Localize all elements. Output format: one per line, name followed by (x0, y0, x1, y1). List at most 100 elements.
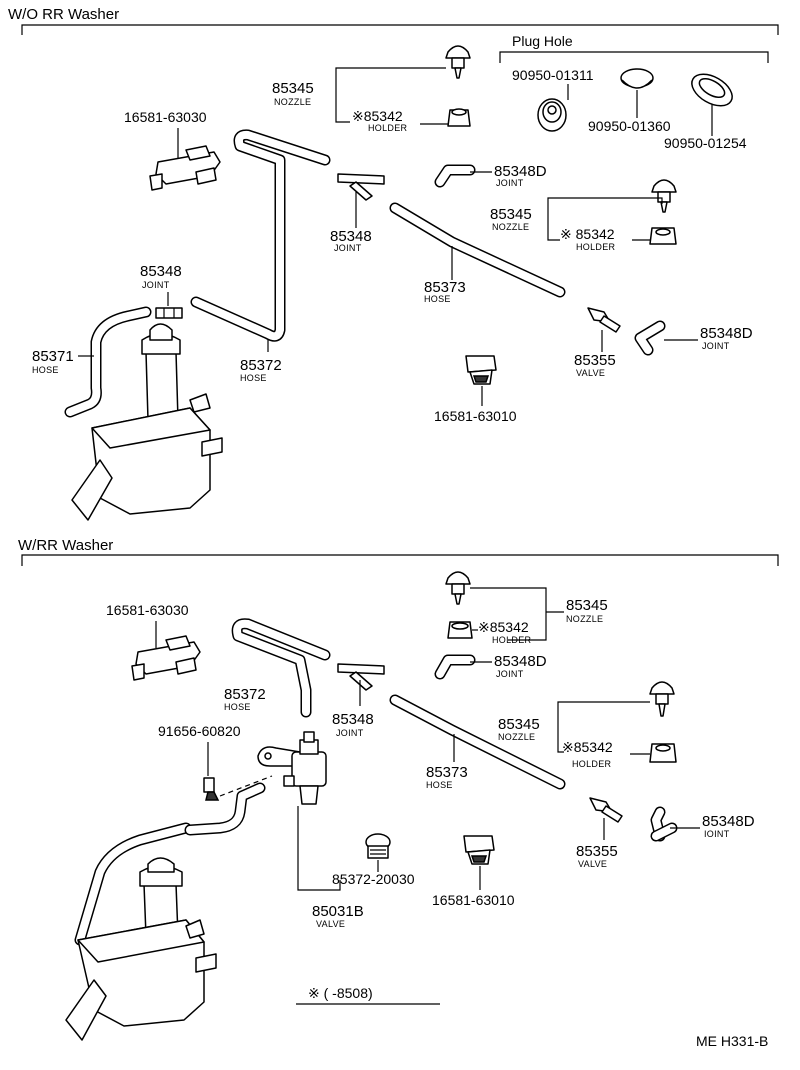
wr-bracket-icon (131, 635, 201, 681)
wo-joint-d1-icon (434, 164, 476, 188)
wo-hose-85373-name: HOSE (424, 294, 451, 304)
wo-hose-85372-icon (190, 129, 331, 342)
wr-nozzle-a-number: 85345 (566, 597, 608, 614)
wo-hose-85373-icon (389, 202, 566, 298)
wr-joint-d2-icon (650, 806, 678, 842)
leader-line (297, 806, 341, 891)
wr-valve-icon (589, 797, 623, 823)
wr-nozzle-a-icon (445, 571, 471, 605)
wo-valve-number: 85355 (574, 352, 616, 369)
wr-joint-d2-number: 85348D (702, 813, 755, 830)
plug-part-b-number: 90950-01360 (588, 118, 671, 134)
wo-joint-l-name: JOINT (142, 280, 170, 290)
plug-grommet-a-icon (537, 98, 567, 132)
leader-line (557, 728, 564, 753)
wr-clip-icon (463, 835, 495, 865)
wo-nozzle-a-icon (445, 45, 471, 79)
wr-hose-85373-name: HOSE (426, 780, 453, 790)
wr-valve-85031b-name: VALVE (316, 919, 345, 929)
wo-joint-d2-icon (634, 320, 666, 356)
wo-nozzle-b-name: NOZZLE (492, 222, 529, 232)
wr-tank-hose-icon (74, 782, 266, 946)
wo-holder-a-name: HOLDER (368, 123, 408, 133)
wr-hose-85373-icon (389, 694, 566, 790)
wo-nozzle-b-number: 85345 (490, 206, 532, 223)
wo-clip-icon (465, 355, 497, 385)
leader-line (470, 587, 547, 641)
wr-holder-b-name: HOLDER (572, 759, 612, 769)
leader-line (547, 197, 663, 218)
leader-line (335, 67, 446, 102)
wr-plug-icon (365, 833, 391, 859)
wr-hose-85373-number: 85373 (426, 764, 468, 781)
wo-joint-t-number: 85348 (330, 228, 372, 245)
wr-holder-b-number: ※85342 (562, 739, 613, 755)
diagram-reference-code: ME H331-B (696, 1033, 768, 1049)
wo-valve-name: VALVE (576, 368, 605, 378)
wr-nozzle-a-name: NOZZLE (566, 614, 603, 624)
leader-line (335, 102, 350, 123)
wo-joint-d1-number: 85348D (494, 163, 547, 180)
wo-bracket-number: 16581-63030 (124, 109, 207, 125)
wo-washer-tank-icon (71, 323, 223, 521)
wr-joint-t-number: 85348 (332, 711, 374, 728)
bolt-dashed-line (219, 775, 273, 797)
wr-hose-85372-icon (231, 618, 331, 718)
wr-valve-name: VALVE (578, 859, 607, 869)
wr-hose-85372-name: HOSE (224, 702, 251, 712)
section-title-w-rr-washer: W/RR Washer (18, 537, 113, 554)
plug-oval-c-icon (691, 73, 733, 107)
wo-clip-number: 16581-63010 (434, 408, 517, 424)
plug-hole-title: Plug Hole (512, 33, 573, 49)
wr-clip-number: 16581-63010 (432, 892, 515, 908)
plug-cap-b-icon (620, 68, 654, 89)
wr-joint-d1-name: JOINT (496, 669, 524, 679)
wr-nozzle-b-name: NOZZLE (498, 732, 535, 742)
footnote-date-range: ※ ( -8508) (308, 985, 373, 1001)
wr-holder-a-number: ※85342 (478, 619, 529, 635)
wr-holder-a-icon (447, 621, 473, 639)
wo-hose-85371-number: 85371 (32, 348, 74, 365)
wr-plug-number: 85372-20030 (332, 871, 415, 887)
plug-part-a-number: 90950-01311 (512, 67, 594, 83)
wo-joint-l-icon (155, 307, 183, 319)
wo-hose-85371-name: HOSE (32, 365, 59, 375)
plug-hole-bracket (499, 51, 769, 63)
wo-joint-t-name: JOINT (334, 243, 362, 253)
wr-hose-85372-number: 85372 (224, 686, 266, 703)
wr-holder-a-name: HOLDER (492, 635, 532, 645)
wo-holder-b-number: ※ 85342 (560, 226, 615, 242)
section-bracket-w (21, 554, 779, 566)
wo-hose-85372-number: 85372 (240, 357, 282, 374)
wr-nozzle-b-number: 85345 (498, 716, 540, 733)
wr-valve-assembly-icon (257, 731, 327, 805)
wo-hose-85371-icon (64, 306, 152, 418)
wr-valve-85031b-number: 85031B (312, 903, 364, 920)
wo-hose-85373-number: 85373 (424, 279, 466, 296)
wo-joint-t-icon (337, 173, 385, 201)
wr-bolt-icon (203, 777, 220, 801)
wo-nozzle-a-number: 85345 (272, 80, 314, 97)
wo-holder-a-icon (447, 108, 471, 127)
wr-bracket-number: 16581-63030 (106, 602, 189, 618)
wr-joint-t-name: JOINT (336, 728, 364, 738)
wo-joint-l-number: 85348 (140, 263, 182, 280)
wo-joint-d2-name: JOINT (702, 341, 730, 351)
wo-holder-b-icon (649, 227, 677, 245)
wr-washer-tank-icon (65, 857, 217, 1041)
wr-valve-number: 85355 (576, 843, 618, 860)
section-bracket-wo (21, 24, 779, 35)
wo-joint-d2-number: 85348D (700, 325, 753, 342)
leader-line (547, 218, 560, 241)
wr-joint-d2-name: IOINT (704, 829, 730, 839)
wo-holder-b-name: HOLDER (576, 242, 616, 252)
wr-nozzle-b-icon (649, 681, 675, 717)
wo-nozzle-a-name: NOZZLE (274, 97, 311, 107)
wo-hose-85372-name: HOSE (240, 373, 267, 383)
wo-joint-d1-name: JOINT (496, 178, 524, 188)
section-title-wo-rr-washer: W/O RR Washer (8, 6, 119, 23)
wr-holder-b-icon (649, 743, 677, 763)
plug-part-c-number: 90950-01254 (664, 135, 747, 151)
